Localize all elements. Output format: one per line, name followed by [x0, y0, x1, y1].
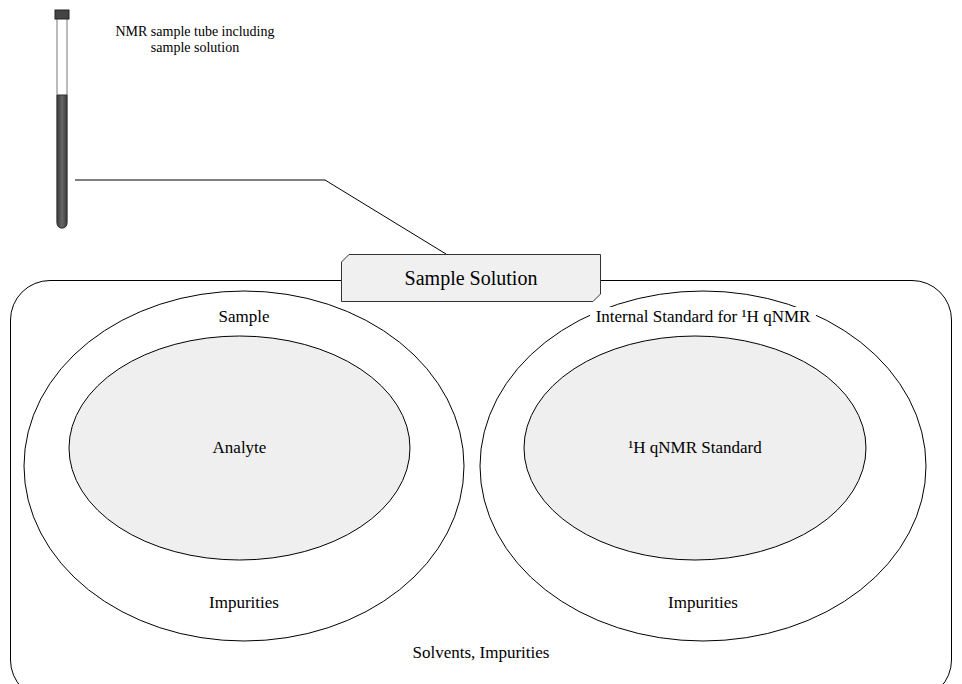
group-ellipse: SampleImpurities Analyte	[23, 290, 465, 642]
component-label: Analyte	[213, 438, 267, 458]
nmr-tube-drawing	[52, 10, 72, 230]
component-ellipse: Analyte	[68, 335, 411, 561]
group-title: Internal Standard for ¹H qNMR	[590, 307, 817, 327]
sample-solution-region: Sample SolutionSolvents, ImpuritiesSampl…	[10, 280, 952, 684]
group-title: Sample	[213, 307, 276, 327]
leader-line	[75, 180, 446, 254]
region-note: Solvents, Impurities	[413, 643, 550, 663]
nmr-tube: NMR sample tube including sample solutio…	[52, 10, 72, 230]
tube-label: NMR sample tube including sample solutio…	[95, 24, 295, 56]
group-note: Impurities	[209, 593, 279, 613]
component-ellipse: ¹H qNMR Standard	[523, 335, 867, 561]
region-title: Sample Solution	[405, 267, 538, 290]
component-label: ¹H qNMR Standard	[628, 438, 762, 458]
group-note: Impurities	[668, 593, 738, 613]
title-tab: Sample Solution	[341, 254, 601, 302]
group-ellipse: Internal Standard for ¹H qNMR Impurities ¹…	[479, 290, 927, 642]
